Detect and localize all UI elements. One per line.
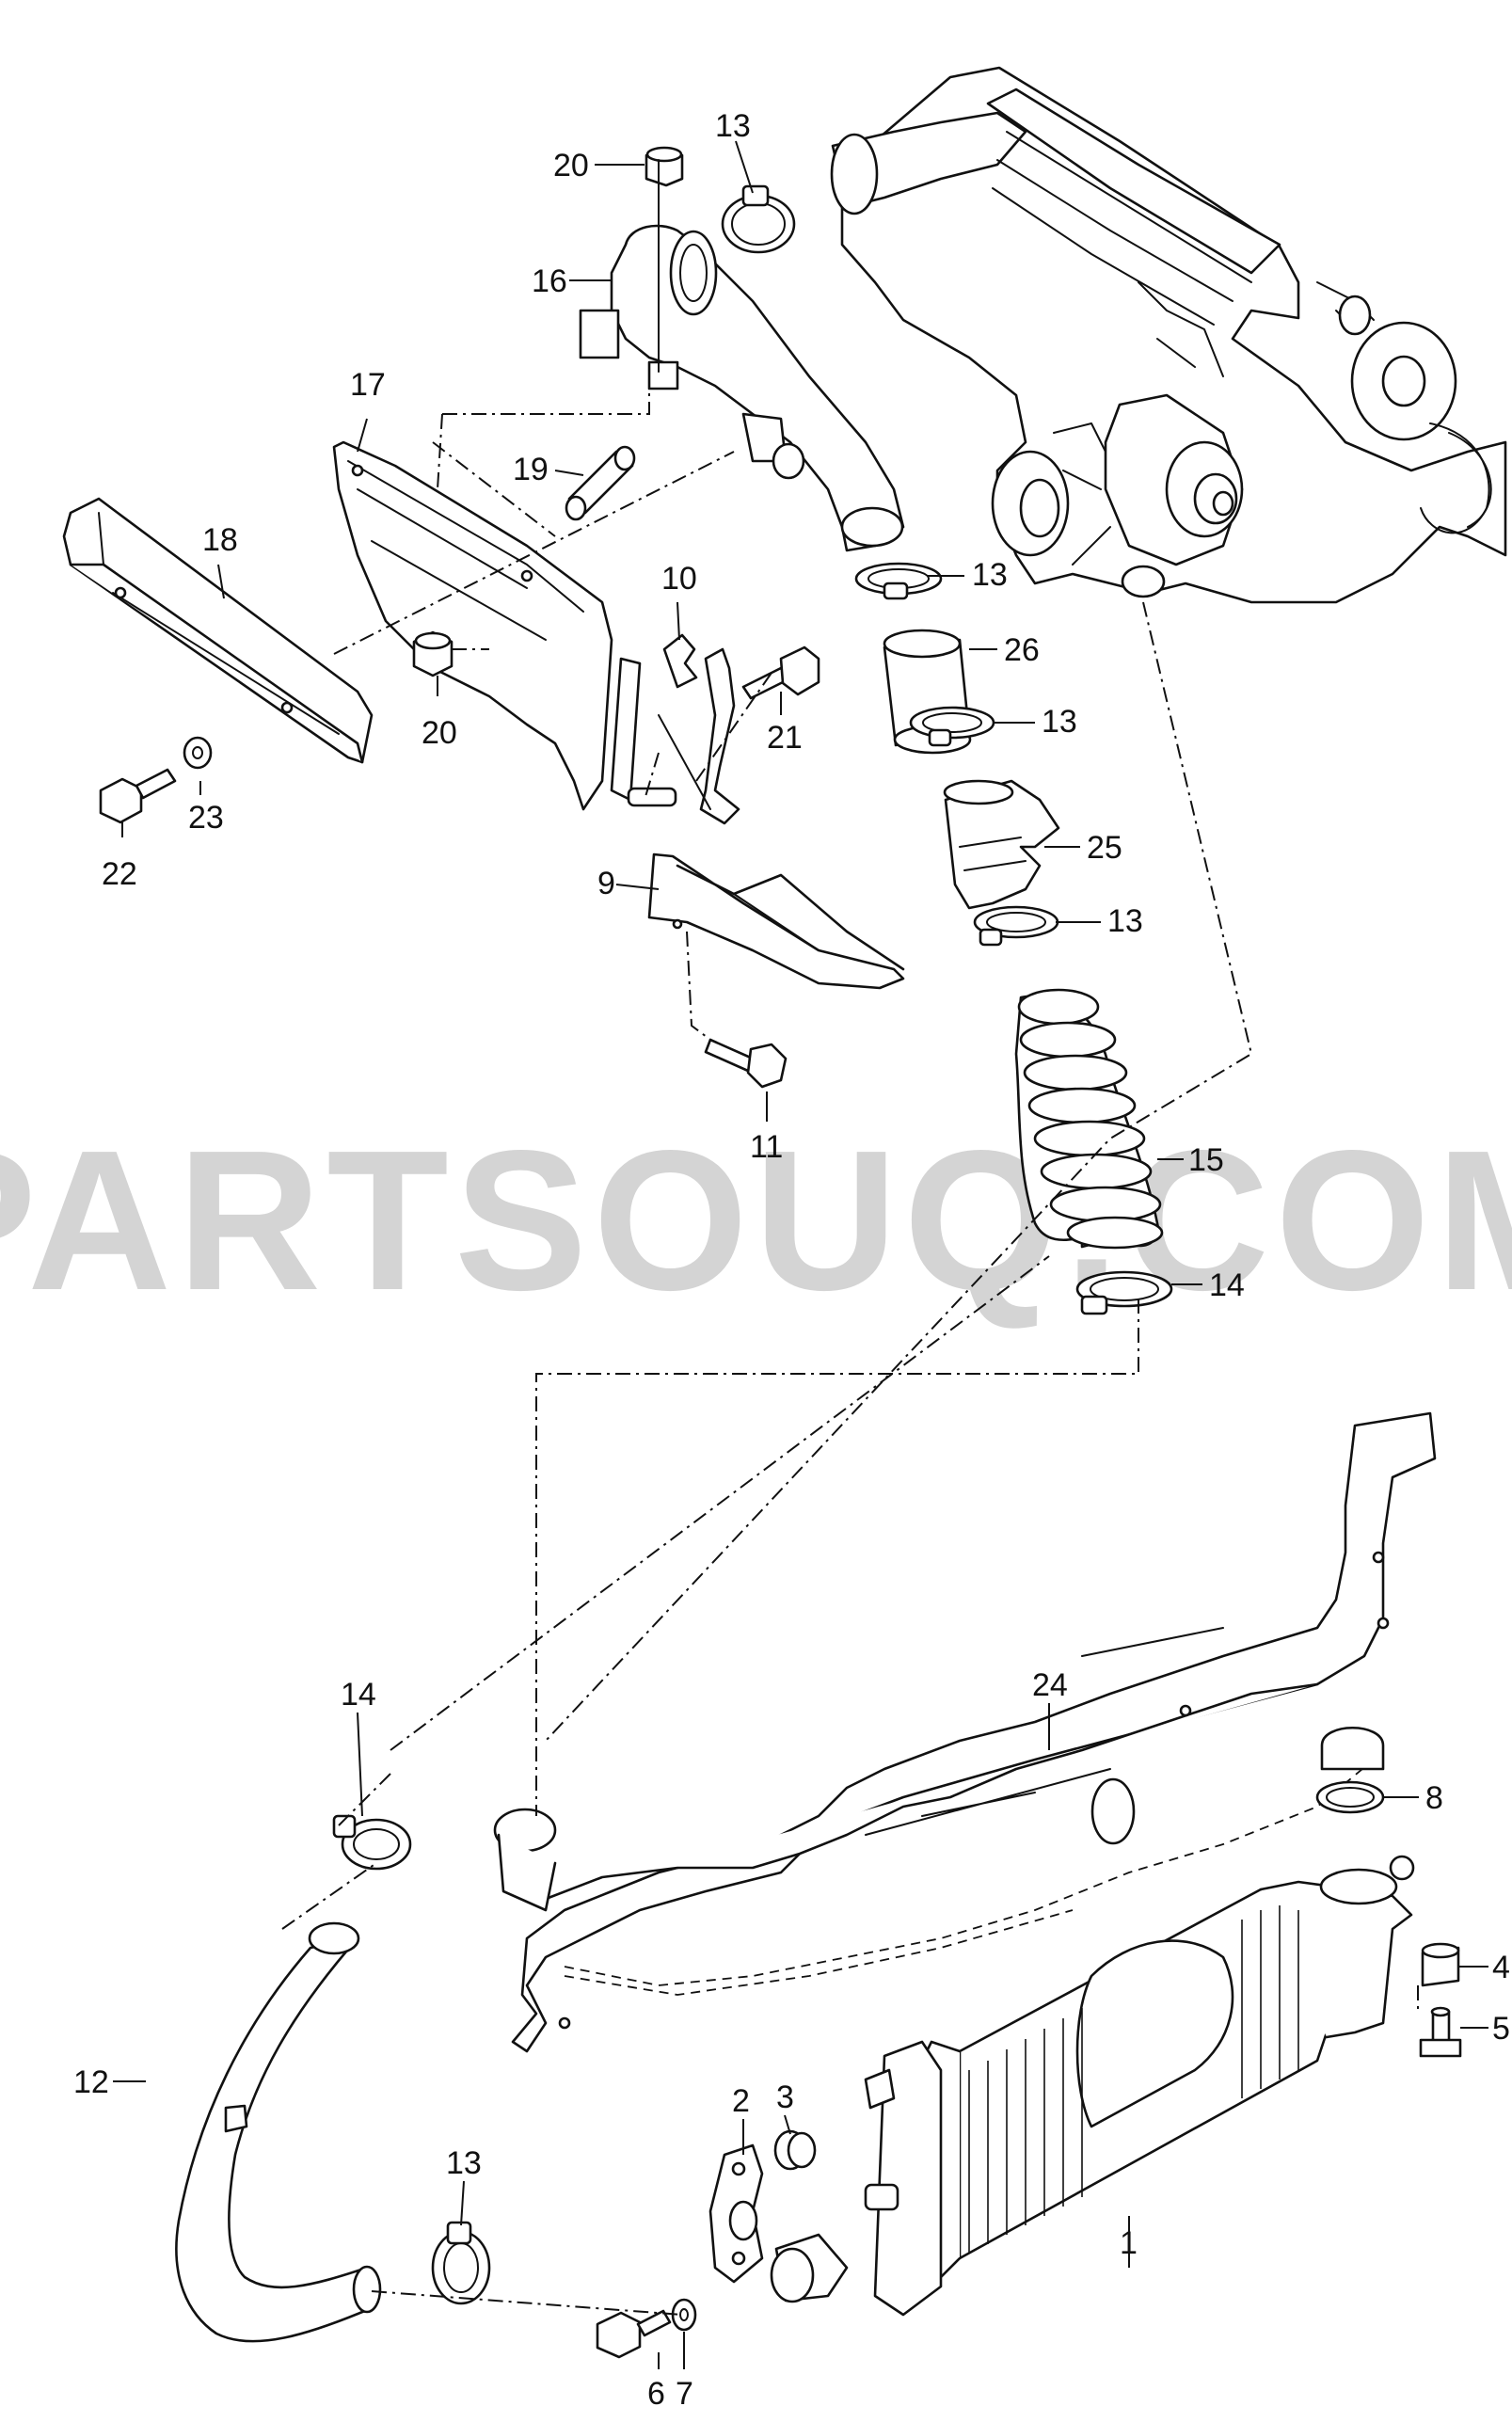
part-19-stud <box>565 445 636 521</box>
callout-11: 11 <box>750 1129 783 1165</box>
part-12-lower-hose <box>175 1921 382 2343</box>
part-14-hose-clamp-upper <box>1075 1270 1173 1315</box>
callout-2: 2 <box>732 2083 750 2119</box>
callout-24: 24 <box>1032 1667 1068 1703</box>
callout-16: 16 <box>532 263 567 299</box>
callout-14: 14 <box>341 1677 376 1713</box>
part-23-washer <box>183 736 213 770</box>
part-13-hose-clamp-lower <box>431 2221 491 2305</box>
callout-20: 20 <box>553 148 589 183</box>
part-18-side-panel <box>62 497 374 764</box>
part-25-adapter <box>943 779 1060 910</box>
callout-6: 6 <box>647 2376 665 2412</box>
callout-22: 22 <box>102 856 137 892</box>
part-20-nut-lower <box>412 630 454 677</box>
callout-4: 4 <box>1492 1950 1510 1985</box>
callout-10: 10 <box>661 561 697 597</box>
part-20-nut-top <box>645 146 684 187</box>
callout-3: 3 <box>776 2079 794 2115</box>
callout-19: 19 <box>513 452 549 487</box>
assembly-lines <box>281 249 1419 2316</box>
callout-13: 13 <box>715 108 751 144</box>
callout-21: 21 <box>767 720 803 756</box>
part-13-hose-clamp-d <box>973 905 1059 947</box>
callout-9: 9 <box>597 866 615 901</box>
part-4-rubber-mount <box>1421 1942 1460 1987</box>
callout-15: 15 <box>1188 1142 1224 1178</box>
callout-7: 7 <box>676 2376 693 2412</box>
engine-block <box>830 66 1507 604</box>
callout-13: 13 <box>446 2145 482 2181</box>
part-5-bolt <box>1419 2006 1462 2058</box>
part-1-intercooler <box>770 1855 1415 2317</box>
callout-13: 13 <box>1107 903 1143 939</box>
callout-12: 12 <box>73 2064 109 2100</box>
part-16-intake-pipe <box>579 159 905 552</box>
callout-17: 17 <box>350 367 386 403</box>
part-11-self-tapping-screw <box>704 1038 788 1089</box>
part-13-hose-clamp-c <box>909 706 995 747</box>
callout-13: 13 <box>972 557 1008 593</box>
watermark: PARTSOUQ.COM <box>0 1108 1512 1331</box>
part-6-bolt <box>596 2309 672 2359</box>
part-22-bolt <box>99 768 177 824</box>
callout-1: 1 <box>1120 2225 1138 2261</box>
callout-18: 18 <box>202 522 238 558</box>
callout-26: 26 <box>1004 632 1040 668</box>
callout-25: 25 <box>1087 830 1122 866</box>
callout-23: 23 <box>188 800 224 836</box>
part-13-hose-clamp-b <box>854 562 943 600</box>
part-24-air-duct <box>493 1411 1437 2053</box>
part-14-hose-clamp-lower <box>332 1814 412 1871</box>
part-15-bellows-hose <box>1014 988 1164 1250</box>
intercooler-fins <box>968 1905 1299 2254</box>
callout-labels: 20 13 16 17 19 18 13 10 26 20 21 13 23 2… <box>73 108 1510 2412</box>
callout-8: 8 <box>1425 1780 1443 1816</box>
callout-14: 14 <box>1209 1267 1245 1303</box>
part-9-air-guide <box>647 852 905 990</box>
callout-5: 5 <box>1492 2011 1510 2047</box>
part-8-o-ring <box>1315 1727 1385 1814</box>
part-10-bracket <box>658 633 740 825</box>
part-21-bolt <box>741 645 820 700</box>
part-2-flange-plate <box>708 2143 764 2284</box>
callout-20: 20 <box>422 715 457 751</box>
callout-leaders <box>113 140 1488 2369</box>
part-3-grommet <box>773 2129 817 2171</box>
callout-13: 13 <box>1042 704 1077 740</box>
part-13-hose-clamp-top <box>721 184 796 254</box>
part-17-duct-cover <box>332 440 677 811</box>
